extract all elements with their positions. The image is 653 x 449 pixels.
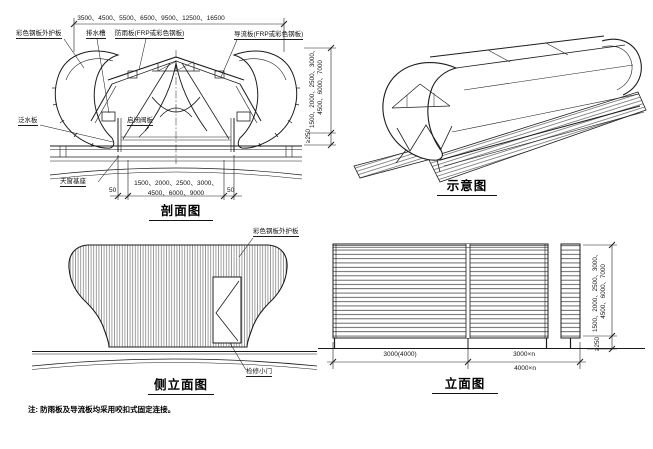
elevation-height-dim-line1: 1500、2000、2500、3000、	[592, 250, 599, 332]
louver-panel-end	[560, 243, 581, 339]
section-view-drawing	[39, 18, 336, 200]
elevation-bayn-dimension: 3000×n	[513, 351, 535, 358]
section-height-dim-line2: 4500、6000、7000	[317, 60, 325, 115]
section-offset-dim-left: 50	[109, 187, 117, 194]
ventilator-near-face-details	[391, 83, 453, 173]
section-height-dim-lines	[304, 44, 336, 149]
section-top-dimension: 3500、4500、5500、6500、9500、12500、16500	[77, 15, 225, 22]
elevation-height-dim-lines	[583, 241, 617, 353]
elevation-drawing	[318, 241, 645, 369]
side-elevation-drawing	[31, 237, 318, 371]
side-leader-lines	[229, 237, 254, 371]
section-label-drain-channel: 排水槽	[86, 30, 106, 39]
section-offset-dim-right: 50	[227, 187, 235, 194]
elevation-alt-bay-dimension: 4000×n	[514, 365, 536, 372]
section-label-flashing: 泛水板	[18, 117, 38, 126]
section-leader-lines	[39, 38, 238, 183]
right-lobe	[232, 50, 300, 149]
section-bottom-dim-lines	[110, 155, 242, 200]
corrugated-roof-sheet	[427, 91, 647, 183]
elevation-bottom-dim-lines	[327, 342, 586, 369]
elevation-height-dim-line2: 4500、6000、7000	[600, 264, 608, 319]
section-label-valve-plate: 启闭阀板	[127, 117, 153, 126]
section-bottom-dimension-line2: 4500、6000、9000	[147, 190, 205, 197]
side-label-outer-panel: 彩色钢板外护板	[253, 228, 299, 237]
side-elevation-title: 侧立面图	[148, 374, 214, 395]
deflector-plates	[90, 62, 262, 140]
schematic-view-title: 示意图	[437, 175, 497, 196]
side-body-outline	[68, 244, 288, 348]
section-label-deflector: 导流板(FRP或彩色钢板)	[234, 31, 304, 40]
side-roof-lines	[31, 351, 318, 370]
throat-and-base	[49, 111, 303, 180]
section-label-skylight-base: 天窗基座	[60, 178, 86, 187]
schematic-3d-drawing	[353, 35, 647, 183]
section-view-title: 剖面图	[149, 200, 213, 221]
section-height-dim-line1: 1500、2000、2500、3000、	[309, 46, 316, 128]
left-lobe	[52, 50, 120, 149]
section-min-height-dimension: ≥250	[305, 129, 312, 143]
section-bottom-dimension-line1: 1500、2000、2500、3000、	[134, 180, 218, 187]
section-label-outer-panel: 彩色钢板外护板	[16, 30, 62, 39]
access-door	[212, 276, 242, 344]
section-top-dim-lines	[70, 18, 288, 52]
elevation-height-dimension: 1500、2000、2500、3000、 4500、6000、7000	[592, 251, 608, 332]
side-label-access-door: 检修小门	[246, 368, 272, 377]
drawing-note: 注: 防雨板及导流板均采用咬扣式固定连接。	[28, 405, 176, 414]
section-height-dimension: 1500、2000、2500、3000、 4500、6000、7000	[309, 47, 325, 128]
elevation-view-title: 立面图	[432, 373, 498, 394]
section-label-rain-shield: 防雨板(FRP或彩色钢板)	[115, 30, 185, 39]
elevation-bay1-dimension: 3000(4000)	[383, 351, 417, 358]
elevation-min-height-dimension: ≥250	[594, 337, 601, 351]
louver-panel-main	[332, 243, 549, 339]
